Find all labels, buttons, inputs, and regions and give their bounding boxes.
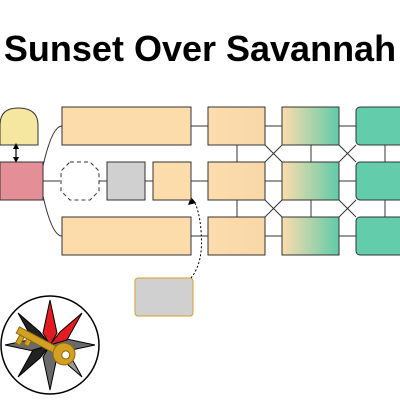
node-c1-r1[interactable]	[207, 106, 266, 146]
key-icon	[14, 326, 76, 366]
puzzle-title: Sunset Over Savannah	[3, 28, 397, 69]
node-c1-r3[interactable]	[207, 216, 266, 256]
long-block-bottom[interactable]	[61, 216, 192, 256]
dotted-link	[190, 199, 202, 279]
start-node[interactable]	[0, 161, 44, 201]
node-c2-r1[interactable]	[281, 106, 340, 146]
node-c2-r3[interactable]	[281, 216, 340, 256]
node-c3-r2[interactable]	[355, 161, 400, 201]
double-arrow-icon	[13, 143, 19, 163]
connectors	[42, 125, 386, 237]
arrow-head-icon	[188, 197, 196, 205]
node-c2-r2[interactable]	[281, 161, 340, 201]
node-c1-r2[interactable]	[207, 161, 266, 201]
node-c3-r3[interactable]	[355, 216, 400, 256]
lock-cap-node[interactable]	[0, 107, 39, 146]
small-block-middle[interactable]	[152, 161, 192, 201]
locked-node[interactable]	[106, 161, 146, 201]
long-block-top[interactable]	[61, 106, 192, 146]
hidden-node[interactable]	[60, 161, 100, 201]
key-node[interactable]	[134, 277, 194, 317]
node-c3-r1[interactable]	[355, 106, 400, 146]
